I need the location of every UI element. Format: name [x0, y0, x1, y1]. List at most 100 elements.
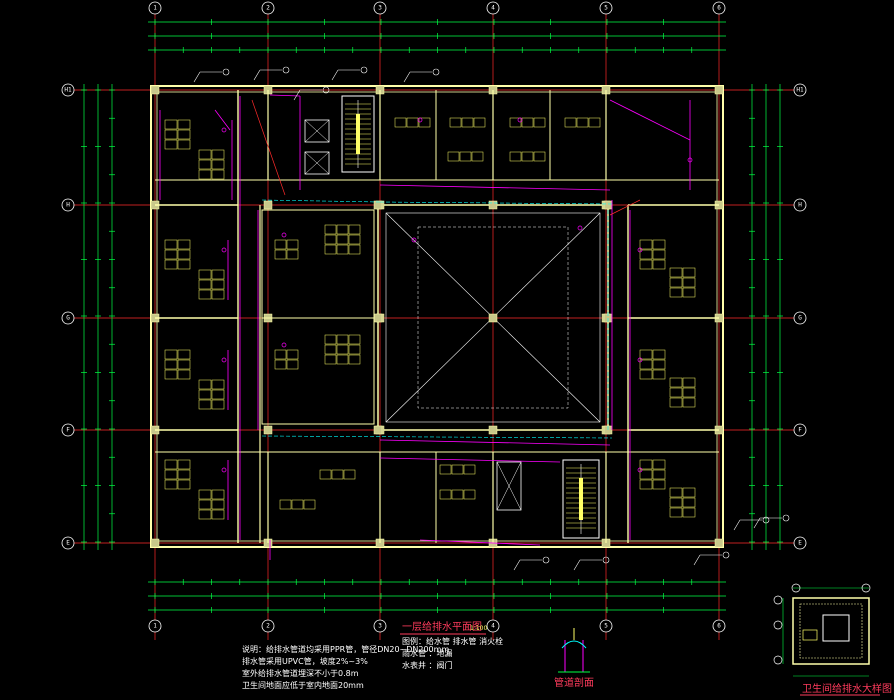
- supply-line: [379, 201, 613, 205]
- pipe-run: [379, 439, 611, 446]
- fixture-stall: [286, 249, 299, 260]
- legend-line-3: 水表井 ：阀门: [402, 660, 453, 670]
- axis-bubble-label: 6: [717, 5, 721, 12]
- fixture-stall: [279, 499, 292, 510]
- supply-line: [261, 435, 613, 439]
- leader-bubble: [602, 556, 610, 564]
- fixture-stall: [509, 117, 522, 128]
- fixture-stall: [164, 359, 178, 370]
- column: [488, 313, 498, 323]
- fixture-stall: [211, 509, 225, 520]
- leader: [193, 71, 201, 83]
- fixture-stall: [682, 387, 696, 398]
- fixture-stall: [164, 479, 178, 490]
- column: [263, 425, 273, 435]
- column: [373, 313, 383, 323]
- fixture-stall: [639, 369, 653, 380]
- fixture-stall: [336, 344, 349, 355]
- fixture-stall: [177, 349, 191, 360]
- leader-bubble: [542, 556, 550, 564]
- column: [373, 200, 383, 210]
- leader: [573, 559, 581, 571]
- legend-block: 图例：给水管 排水管 消火栓 雨水管 ：地漏 水表井 ：阀门: [402, 636, 503, 670]
- fixture-stall: [211, 289, 225, 300]
- fixture-stall: [348, 224, 361, 235]
- fixture-stall: [521, 117, 534, 128]
- fixture-stall: [198, 279, 212, 290]
- fixture-stall: [394, 117, 407, 128]
- fixture-stall: [164, 119, 178, 130]
- axis-bubble-label: 6: [717, 623, 721, 630]
- axis-bubble: [61, 311, 75, 325]
- shaft-0: [304, 119, 330, 143]
- axis-bubble: [261, 619, 275, 633]
- shaft-x: [304, 119, 330, 143]
- fixture-stall: [439, 489, 452, 500]
- fixture-stall: [418, 117, 431, 128]
- column: [714, 85, 724, 95]
- room-fixtures: [164, 95, 696, 539]
- inner-rooms: [261, 209, 375, 425]
- outer-wall: [150, 85, 724, 548]
- fixture-stall: [211, 399, 225, 410]
- fixture-stall: [211, 149, 225, 160]
- fixture-stall: [177, 239, 191, 250]
- leader: [253, 69, 261, 81]
- axis-bubble: [712, 619, 726, 633]
- column: [150, 85, 160, 95]
- fixture-stall: [682, 397, 696, 408]
- axis-bubble: [712, 1, 726, 15]
- axis-bubble: [486, 1, 500, 15]
- fixture-stall: [177, 479, 191, 490]
- axis-bubble-label: 2: [266, 5, 270, 12]
- fixture-stall: [463, 464, 476, 475]
- fixture-stall: [669, 487, 683, 498]
- note-line-1: 说明：给排水管道均采用PPR管，管径DN20~DN200mm: [242, 644, 449, 654]
- leader-bubble: [282, 66, 290, 74]
- fixture-stall: [164, 239, 178, 250]
- fixture-stall: [164, 369, 178, 380]
- fixture-stall: [669, 497, 683, 508]
- stair-bottom: [562, 459, 600, 539]
- fixture-stall: [211, 389, 225, 400]
- fixture-stall: [274, 249, 287, 260]
- fixture-stall: [198, 389, 212, 400]
- fixture-stall: [336, 244, 349, 255]
- fixture-stall: [348, 234, 361, 245]
- axis-bubble: [148, 619, 162, 633]
- fixture-stall: [669, 387, 683, 398]
- drain-line: [251, 99, 286, 196]
- fixture-stall: [639, 239, 653, 250]
- fixture-stall: [274, 239, 287, 250]
- fixture-stall: [286, 349, 299, 360]
- axis-bubble-label: 3: [378, 5, 382, 12]
- fixture-stall: [682, 487, 696, 498]
- fixture-stall: [343, 469, 356, 480]
- shaft-1: [304, 151, 330, 175]
- fixture-stall: [669, 287, 683, 298]
- leader: [403, 71, 411, 83]
- axis-bubble: [261, 1, 275, 15]
- riser: [637, 467, 643, 473]
- fixture-stall: [198, 159, 212, 170]
- courtyard-edge: [385, 212, 601, 423]
- section-detail: 管道剖面: [554, 628, 594, 689]
- fixture-stall: [198, 509, 212, 520]
- note-line-4: 卫生间地面应低于室内地面20mm: [242, 680, 364, 690]
- fixture-stall: [324, 224, 337, 235]
- fixture-stall: [406, 117, 419, 128]
- fixture-stall: [324, 244, 337, 255]
- leader: [293, 89, 301, 101]
- fixture-stall: [164, 139, 178, 150]
- riser: [221, 127, 227, 133]
- note-line-3: 室外给排水管道埋深不小于0.8m: [242, 668, 359, 678]
- fixture-stall: [669, 377, 683, 388]
- fixture-stall: [652, 259, 666, 270]
- fixture-stall: [652, 349, 666, 360]
- fixture-stall: [324, 344, 337, 355]
- axis-bubble: [599, 619, 613, 633]
- fixture-stall: [336, 234, 349, 245]
- courtyard-inner: [417, 226, 569, 409]
- fixture-stall: [198, 169, 212, 180]
- fixture-stall: [286, 239, 299, 250]
